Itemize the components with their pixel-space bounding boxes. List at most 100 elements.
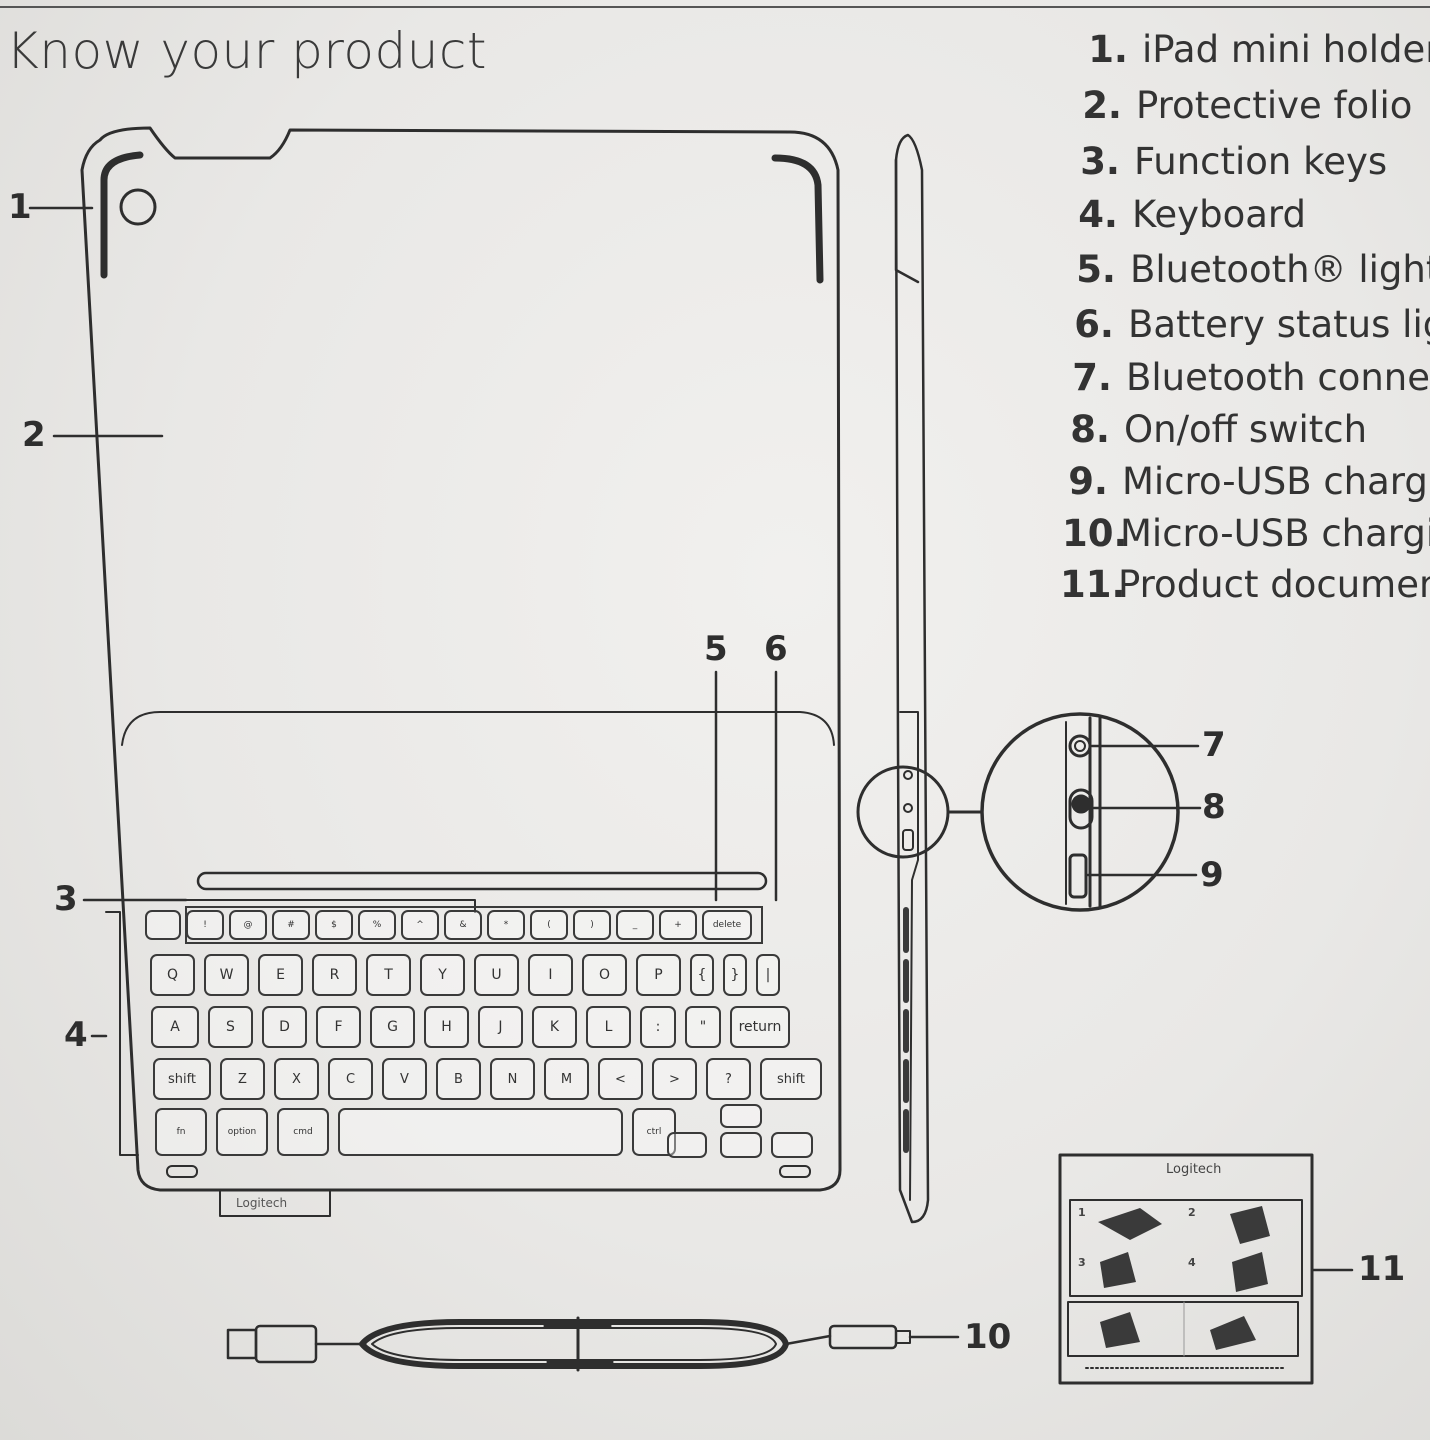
legend-item-3: 3. Function keys <box>1076 140 1387 186</box>
arrow-key[interactable] <box>771 1132 813 1158</box>
keyboard-key[interactable]: { <box>690 954 714 996</box>
keyboard-key[interactable]: O <box>582 954 627 996</box>
keyboard-key[interactable]: shift <box>760 1058 822 1100</box>
keyboard-key[interactable]: ( <box>530 910 568 940</box>
keyboard-key[interactable]: D <box>262 1006 307 1048</box>
legend-item-7: 7. Bluetooth connec <box>1068 356 1430 402</box>
keyboard-key[interactable]: X <box>274 1058 319 1100</box>
legend-number: 1. <box>1088 28 1128 71</box>
keyboard-key[interactable]: P <box>636 954 681 996</box>
keyboard-key[interactable]: " <box>685 1006 721 1048</box>
zoom-detail-circle <box>980 712 1180 912</box>
on-off-switch-knob <box>1071 794 1091 814</box>
keyboard-key[interactable]: L <box>586 1006 631 1048</box>
keyboard-key[interactable]: K <box>532 1006 577 1048</box>
legend-label: iPad mini holder <box>1142 28 1430 71</box>
keyboard-key[interactable]: Y <box>420 954 465 996</box>
keyboard-key[interactable]: F <box>316 1006 361 1048</box>
legend-number: 5. <box>1076 248 1116 291</box>
legend-label: Keyboard <box>1132 193 1306 236</box>
arrow-key[interactable] <box>667 1132 707 1158</box>
keyboard-key[interactable]: fn <box>155 1108 207 1156</box>
micro-usb-port <box>1068 853 1088 899</box>
keyboard-key[interactable]: V <box>382 1058 427 1100</box>
keyboard-key[interactable]: C <box>328 1058 373 1100</box>
arrow-key[interactable] <box>720 1104 762 1128</box>
keyboard-key[interactable]: ) <box>573 910 611 940</box>
usb-cable-right <box>784 1334 832 1346</box>
legend-label: Bluetooth connec <box>1126 356 1430 399</box>
keyboard-key[interactable]: * <box>487 910 525 940</box>
keyboard-key[interactable]: J <box>478 1006 523 1048</box>
legend-label: Function keys <box>1134 140 1388 183</box>
doc-step-number: 4 <box>1188 1256 1196 1269</box>
keyboard-key[interactable]: return <box>730 1006 790 1048</box>
legend-number: 7. <box>1072 356 1112 399</box>
page-title: Know your product <box>6 22 487 80</box>
on-off-switch <box>1068 788 1094 830</box>
keyboard-key[interactable]: } <box>723 954 747 996</box>
keyboard-key[interactable]: < <box>598 1058 643 1100</box>
keyboard-key[interactable]: Z <box>220 1058 265 1100</box>
keyboard-key[interactable]: delete <box>702 910 752 940</box>
doc-panel-top <box>1069 1199 1303 1297</box>
keyboard-key[interactable]: ^ <box>401 910 439 940</box>
keyboard-key[interactable]: W <box>204 954 249 996</box>
micro-usb-plug <box>895 1330 911 1344</box>
keyboard-key[interactable]: U <box>474 954 519 996</box>
keyboard-key[interactable] <box>145 910 181 940</box>
parts-legend: 1. iPad mini holder 2.Protective folio 3.… <box>1060 28 1430 608</box>
foot-left <box>166 1165 198 1178</box>
keyboard-key[interactable]: E <box>258 954 303 996</box>
keyboard-key[interactable]: _ <box>616 910 654 940</box>
keyboard-key[interactable]: M <box>544 1058 589 1100</box>
usb-a-body <box>254 1324 318 1364</box>
bluetooth-connect-button-inner <box>1074 740 1086 752</box>
arrow-key[interactable] <box>720 1132 762 1158</box>
legend-item-4: 4.Keyboard <box>1074 193 1306 239</box>
keyboard-key[interactable]: @ <box>229 910 267 940</box>
keyboard-key[interactable]: B <box>436 1058 481 1100</box>
keyboard-key[interactable]: shift <box>153 1058 211 1100</box>
keyboard-key[interactable]: ? <box>706 1058 751 1100</box>
keyboard-key[interactable]: S <box>208 1006 253 1048</box>
logitech-tab-brand: Logitech <box>236 1196 288 1210</box>
keyboard-key[interactable]: cmd <box>277 1108 329 1156</box>
legend-number: 3. <box>1080 140 1120 183</box>
usb-twist-tie <box>543 1316 614 1372</box>
legend-number: 2. <box>1082 84 1122 127</box>
usb-a-plug <box>226 1328 258 1360</box>
keyboard-key[interactable]: # <box>272 910 310 940</box>
keyboard-key[interactable]: & <box>444 910 482 940</box>
keyboard-key[interactable]: ! <box>186 910 224 940</box>
legend-item-2: 2.Protective folio <box>1078 84 1412 130</box>
case-side-profile <box>894 133 930 1224</box>
keyboard-key[interactable] <box>338 1108 623 1156</box>
keyboard-key[interactable]: $ <box>315 910 353 940</box>
keyboard-key[interactable]: H <box>424 1006 469 1048</box>
keyboard-key[interactable]: | <box>756 954 780 996</box>
keyboard-key[interactable]: I <box>528 954 573 996</box>
keyboard-key[interactable]: + <box>659 910 697 940</box>
keyboard-key[interactable]: R <box>312 954 357 996</box>
doc-illustrations <box>1098 1206 1270 1350</box>
holder-corner-right <box>771 154 824 284</box>
callout-10: 10 <box>964 1317 1012 1357</box>
doc-panel-bottom <box>1067 1301 1299 1357</box>
keyboard-key[interactable]: N <box>490 1058 535 1100</box>
keyboard-key[interactable]: G <box>370 1006 415 1048</box>
ipad-slot <box>196 871 768 891</box>
keyboard-key[interactable]: option <box>216 1108 268 1156</box>
keyboard-key[interactable]: A <box>151 1006 199 1048</box>
keyboard-key[interactable]: > <box>652 1058 697 1100</box>
doc-step-number: 1 <box>1078 1206 1086 1219</box>
keyboard-key[interactable]: T <box>366 954 411 996</box>
keyboard-key[interactable]: % <box>358 910 396 940</box>
keyboard-key[interactable]: : <box>640 1006 676 1048</box>
legend-item-5: 5.Bluetooth® light <box>1072 248 1430 294</box>
side-port-slot <box>902 829 914 851</box>
logitech-tab <box>219 1189 331 1217</box>
keyboard-key[interactable]: Q <box>150 954 195 996</box>
usb-cable-loop-inner <box>371 1327 777 1361</box>
